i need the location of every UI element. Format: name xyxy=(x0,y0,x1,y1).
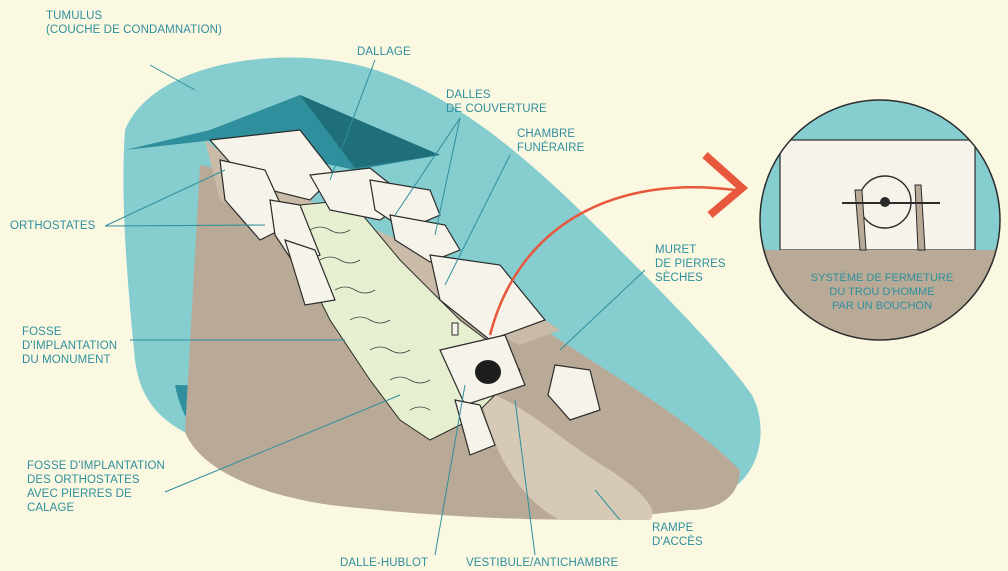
plug-icon xyxy=(475,360,501,384)
label-dalle-hublot: DALLE-HUBLOT xyxy=(340,556,428,570)
label-vestibule: VESTIBULE/ANTICHAMBRE xyxy=(466,556,618,570)
label-tumulus: TUMULUS(COUCHE DE CONDAMNATION) xyxy=(46,9,222,37)
label-dallage: DALLAGE xyxy=(357,45,411,59)
label-orthostates: ORTHOSTATES xyxy=(10,219,95,233)
